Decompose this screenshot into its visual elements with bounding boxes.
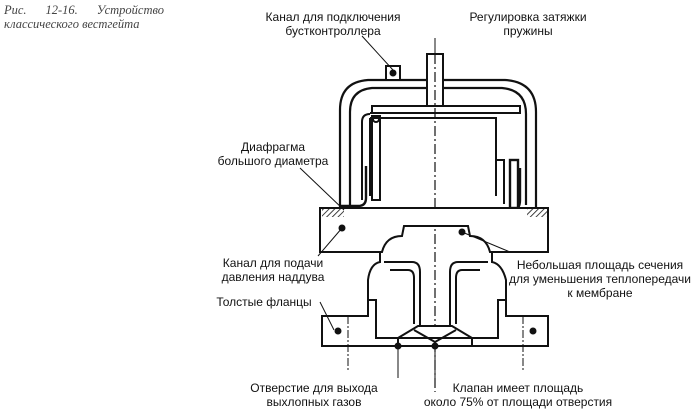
label-pressure-port: Канал для подачи давления наддува bbox=[221, 256, 325, 284]
label-spring-adjust: Регулировка затяжки пружины bbox=[469, 10, 587, 38]
label-thick-flanges: Толстые фланцы bbox=[216, 295, 312, 309]
label-diaphragm: Диафрагма большого диаметра bbox=[217, 140, 329, 168]
label-valve-area: Клапан имеет площадь около 75% от площад… bbox=[423, 381, 613, 409]
label-exhaust-hole: Отверстие для выхода выхлопных газов bbox=[250, 381, 378, 409]
label-boost-port: Канал для подключения бустконтроллера bbox=[265, 10, 401, 38]
bottom-flange bbox=[321, 299, 549, 370]
spring-cylinder bbox=[361, 113, 505, 204]
leader-lines bbox=[299, 35, 511, 378]
middle-flange bbox=[319, 207, 549, 253]
diaphragm bbox=[340, 158, 522, 216]
valve bbox=[394, 325, 476, 350]
boost-port-nub bbox=[385, 65, 401, 81]
figure-caption: Рис. 12-16. Устройство классического вес… bbox=[4, 3, 164, 31]
lower-body bbox=[367, 252, 507, 326]
label-small-section: Небольшая площадь сечения для уменьшения… bbox=[509, 258, 691, 300]
spring-plate bbox=[370, 105, 521, 114]
